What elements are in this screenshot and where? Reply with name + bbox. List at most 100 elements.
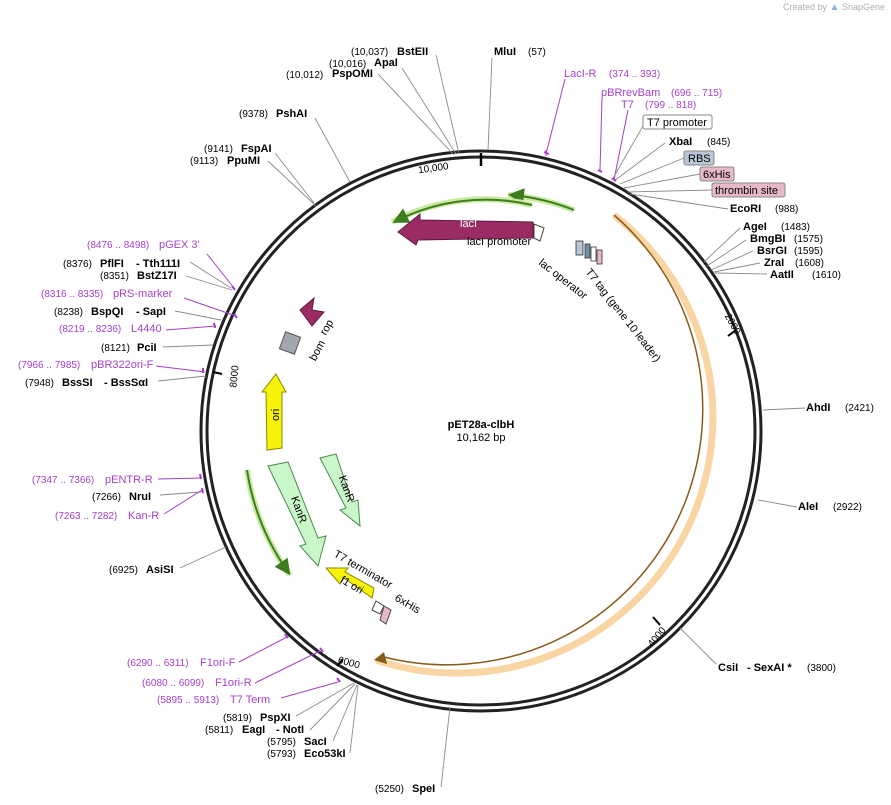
primer-pbr322orif[interactable]: (7966 .. 7985) pBR322ori-F [18,359,154,371]
svg-text:BssSI: BssSI [62,377,93,389]
primer-kanr[interactable]: (7263 .. 7282) Kan-R [55,510,159,522]
rbs-box-label: RBS [688,153,711,165]
svg-text:(7263 .. 7282): (7263 .. 7282) [55,511,117,522]
lac-operator-label: lac operator [536,257,589,302]
svg-text:SacI: SacI [304,736,327,748]
svg-text:AsiSI: AsiSI [146,564,174,576]
site-fspai[interactable]: (9141) FspAI [204,143,272,155]
bom-label: bom [307,338,328,363]
svg-text:AatII: AatII [770,269,794,281]
site-pflfi[interactable]: (8376) PflFI - Tth111I [63,258,180,270]
primer-t7[interactable]: T7 (799 .. 818) [621,99,696,111]
svg-text:EcoRI: EcoRI [730,203,761,215]
scale-ticks [212,153,737,667]
svg-text:BstEII: BstEII [397,46,428,58]
svg-text:(845): (845) [707,137,730,148]
primer-lacir[interactable]: LacI-R (374 .. 393) [564,68,660,80]
primer-pbrrevbam[interactable]: pBRrevBam (696 .. 715) [601,87,722,99]
his6-box: 6xHis [699,166,735,182]
svg-text:(3800): (3800) [807,663,836,674]
site-bstz17i[interactable]: (8351) BstZ17I [100,270,177,282]
site-pshai[interactable]: (9378) PshAI [239,108,307,120]
site-agei[interactable]: AgeI (1483) [743,221,810,233]
f1-ori-label: f1 ori [338,574,365,597]
t7-terminator-mark [371,600,385,615]
svg-text:(1608): (1608) [795,258,824,269]
svg-text:(1595): (1595) [794,246,823,257]
svg-text:FspAI: FspAI [241,143,272,155]
site-zrai[interactable]: ZraI (1608) [764,257,824,269]
svg-text:ZraI: ZraI [764,257,784,269]
site-pspomi[interactable]: (10,012) PspOMI [286,68,373,81]
svg-text:(799 .. 818): (799 .. 818) [645,100,696,111]
site-xbai[interactable]: XbaI (845) [669,136,730,148]
insert-orf-arrowhead [374,652,387,664]
primer-marks [199,151,617,683]
svg-text:pBR322ori-F: pBR322ori-F [91,359,154,371]
site-ecori[interactable]: EcoRI (988) [730,203,798,215]
svg-text:pRS-marker: pRS-marker [113,288,173,300]
f1-ori-arrow [324,567,375,599]
svg-text:(7948): (7948) [25,378,54,389]
site-alei[interactable]: AleI (2922) [798,501,862,513]
svg-text:(696 .. 715): (696 .. 715) [671,88,722,99]
site-ppumi[interactable]: (9113) PpuMI [190,155,260,167]
svg-text:MluI: MluI [494,46,516,58]
site-bsssi[interactable]: (7948) BssSI - BssSαI [25,377,148,389]
svg-text:(2421): (2421) [845,403,874,414]
svg-text:(7347 .. 7366): (7347 .. 7366) [32,475,94,486]
svg-text:(8316 .. 8335): (8316 .. 8335) [41,289,103,300]
site-eco53ki[interactable]: (5793) Eco53kI [267,748,346,760]
primer-t7term[interactable]: (5895 .. 5913) T7 Term [157,694,270,706]
svg-text:Kan-R: Kan-R [128,510,159,522]
laci-arrow [397,212,534,246]
svg-text:(10,012): (10,012) [286,70,323,81]
primer-f1orir[interactable]: (6080 .. 6099) F1ori-R [142,677,252,689]
site-pcii[interactable]: (8121) PciI [101,342,157,354]
t7-tag-label: T7 tag (gene 10 leader) [583,266,663,364]
t7-promoter-box-label: T7 promoter [647,117,707,129]
svg-text:AhdI: AhdI [806,402,830,414]
site-mlui[interactable]: MluI (57) [494,46,546,58]
laci-promoter-arrow [533,223,545,242]
svg-text:(6080 .. 6099): (6080 .. 6099) [142,678,204,689]
svg-text:(988): (988) [775,204,798,215]
site-aatii[interactable]: AatII (1610) [770,269,841,281]
svg-text:BspQI: BspQI [91,306,123,318]
site-bsteii[interactable]: (10,037) BstEII [351,46,428,58]
svg-text:(9378): (9378) [239,109,268,120]
primer-pgex3[interactable]: (8476 .. 8498) pGEX 3' [87,239,200,251]
thrombin-box: thrombin site [711,182,786,198]
svg-text:T7: T7 [621,99,634,111]
site-bspqi[interactable]: (8238) BspQI - SapI [54,306,166,318]
primer-pentrr[interactable]: (7347 .. 7366) pENTR-R [32,474,153,486]
site-nrui[interactable]: (7266) NruI [92,491,151,503]
svg-text:(7266): (7266) [92,492,121,503]
site-ahdi[interactable]: AhdI (2421) [806,402,874,414]
svg-text:(8121): (8121) [101,343,130,354]
site-asisi[interactable]: (6925) AsiSI [109,564,174,576]
primer-f1orif[interactable]: (6290 .. 6311) F1ori-F [127,657,236,669]
his6-box-label: 6xHis [703,169,731,181]
primer-l4440[interactable]: (8219 .. 8236) L4440 [59,323,162,335]
site-apai[interactable]: (10,016) ApaI [329,57,398,70]
tick-4000: 4000 [646,625,669,649]
site-bmgbi[interactable]: BmgBI (1575) [750,233,823,245]
site-pspxi[interactable]: (5819) PspXI [223,712,291,724]
svg-text:BmgBI: BmgBI [750,233,785,245]
laci-label: lacI [460,218,477,230]
snapgene-name: SnapGene [841,2,885,12]
site-eagi[interactable]: (5811) EagI - NotI [205,724,304,736]
site-bsrgi[interactable]: BsrGI (1595) [757,245,823,257]
site-saci[interactable]: (5795) SacI [267,736,327,748]
site-csii[interactable]: CsiI - SexAI * (3800) [718,662,836,674]
t7-feature-cluster [575,240,603,265]
svg-text:- SexAI *: - SexAI * [747,662,792,674]
svg-text:Eco53kI: Eco53kI [304,748,346,760]
svg-text:ApaI: ApaI [374,57,398,69]
insert-orf-line [383,214,704,666]
svg-text:(7966 .. 7985): (7966 .. 7985) [18,360,80,371]
site-spei[interactable]: (5250) SpeI [375,783,435,795]
primer-prsmarker[interactable]: (8316 .. 8335) pRS-marker [41,288,173,300]
